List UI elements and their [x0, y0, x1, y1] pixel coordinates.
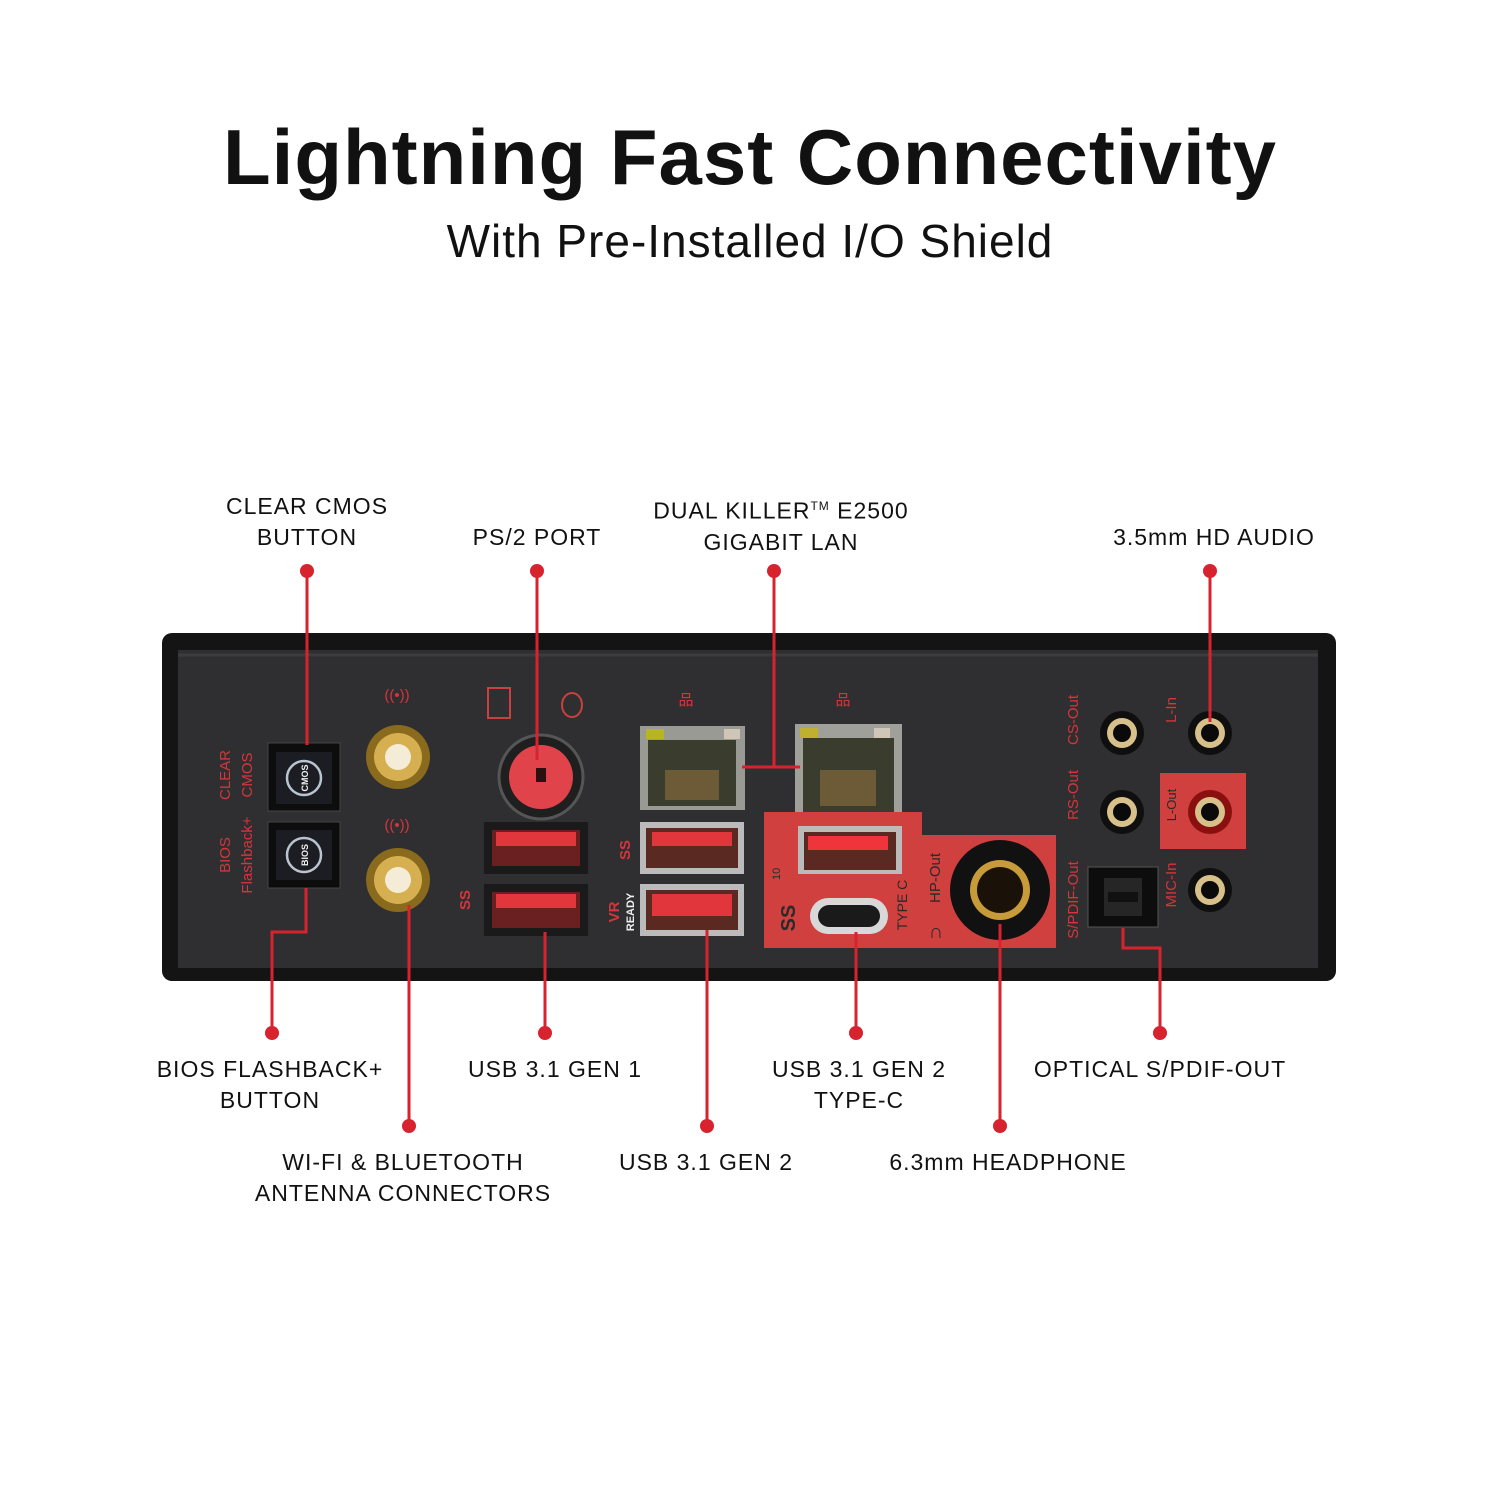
hp-out-label: HP-Out [927, 852, 944, 903]
optical-spdif-out-port[interactable] [1087, 866, 1159, 928]
type-c-label: TYPE C [894, 880, 910, 931]
refresh-icon [285, 759, 323, 797]
headphone-icon: ∩ [929, 921, 943, 943]
superspeed-usb-icon: SS [457, 890, 474, 910]
usb-type-c-port[interactable] [810, 898, 888, 934]
refresh-icon [285, 836, 323, 874]
callout-ps2: PS/2 PORT [472, 524, 602, 550]
svg-text:MIC-In: MIC-In [1163, 863, 1180, 908]
svg-text:10: 10 [771, 868, 783, 880]
callout-lan: DUAL KILLERTM E2500 GIGABIT LAN [653, 497, 909, 555]
callout-optical: OPTICAL S/PDIF-OUT [1033, 1056, 1287, 1082]
callout-dots [265, 564, 1217, 1133]
callout-bios-flashback: BIOS FLASHBACK+BUTTON [156, 1056, 384, 1113]
audio-jack-rs-out[interactable] [1100, 790, 1144, 834]
flashback-label: Flashback+ [239, 816, 256, 893]
callout-lines [270, 571, 1212, 1126]
svg-text:S/PDIF-Out: S/PDIF-Out [1065, 860, 1082, 938]
vr-ready-logo: VR [606, 901, 623, 922]
audio-jack-cs-out[interactable] [1100, 711, 1144, 755]
svg-text:CS-Out: CS-Out [1065, 694, 1082, 745]
usb-3-1-gen2-red-port[interactable] [798, 826, 902, 874]
svg-text:BIOS: BIOS [300, 844, 310, 866]
audio-jack-line-in[interactable] [1188, 711, 1232, 755]
svg-text:CMOS: CMOS [300, 765, 310, 792]
page-subtitle: With Pre-Installed I/O Shield [446, 215, 1054, 267]
svg-text:READY: READY [625, 892, 637, 931]
cmos-label: CMOS [239, 753, 256, 798]
wireless-icon: ((•)) [384, 817, 409, 834]
keyboard-icon [487, 687, 511, 719]
headphone-jack-6-3mm[interactable] [950, 840, 1050, 940]
superspeed-usb-icon: SS [617, 840, 634, 860]
bios-flashback-button[interactable]: BIOS [267, 821, 341, 889]
bios-label: BIOS [217, 837, 234, 873]
callout-usb-gen2: USB 3.1 GEN 2 [618, 1149, 794, 1175]
page-title: Lightning Fast Connectivity [223, 113, 1277, 201]
svg-text:RS-Out: RS-Out [1065, 769, 1082, 820]
superspeed-10-icon: SS [778, 905, 800, 932]
network-icon: 品 [678, 692, 693, 709]
wifi-antenna-connector-1[interactable]: ((•)) [366, 687, 430, 789]
mouse-icon [561, 692, 583, 718]
usb-3-1-gen2-ports[interactable] [640, 822, 744, 936]
svg-text:L-In: L-In [1163, 697, 1180, 723]
ps2-port[interactable] [487, 687, 585, 821]
lan-port-1[interactable]: 品 [640, 692, 745, 810]
audio-jack-line-out[interactable] [1188, 790, 1232, 834]
callout-headphone: 6.3mm HEADPHONE [889, 1149, 1127, 1175]
clear-label: CLEAR [217, 750, 234, 800]
callout-audio: 3.5mm HD AUDIO [1113, 524, 1315, 550]
callout-usb-gen1: USB 3.1 GEN 1 [467, 1056, 643, 1082]
usb-3-1-gen1-ports[interactable] [484, 822, 588, 936]
network-icon: 品 [835, 692, 850, 709]
audio-jack-mic-in[interactable] [1188, 868, 1232, 912]
lan-port-2[interactable]: 品 [795, 692, 902, 812]
svg-text:L-Out: L-Out [1164, 788, 1179, 821]
wifi-antenna-connector-2[interactable]: ((•)) [366, 817, 430, 912]
clear-cmos-button[interactable]: CMOS [267, 742, 341, 812]
wireless-icon: ((•)) [384, 687, 409, 704]
